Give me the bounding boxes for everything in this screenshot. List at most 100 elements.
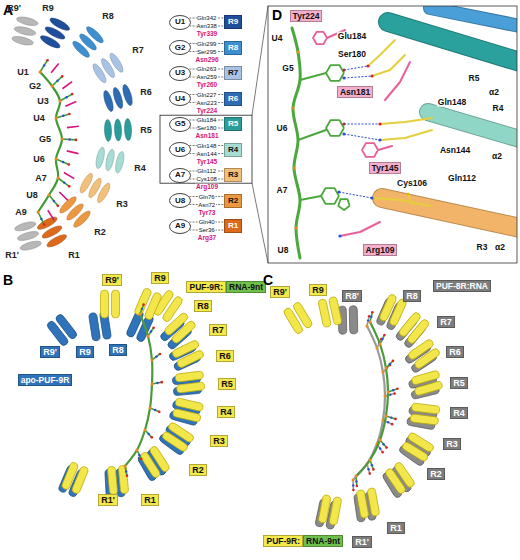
nucleotide-oval: A7 <box>169 168 191 183</box>
rna-backbone <box>356 322 388 476</box>
rna-base <box>125 466 127 476</box>
node-text: R9 <box>228 18 238 26</box>
node-text: R3 <box>446 440 458 449</box>
nucleotide-oval: G5 <box>169 117 191 132</box>
oxygen-atom <box>43 223 46 226</box>
helix <box>104 119 112 141</box>
nitrogen-atom <box>150 330 152 332</box>
phosphate-atom <box>366 325 369 328</box>
repeat-label: R6 <box>216 350 234 362</box>
repeat-label: R7 <box>437 316 455 328</box>
nitrogen-atom <box>125 470 127 472</box>
structure-label: U4 <box>32 114 46 123</box>
residue-label: Gln227 <box>196 92 216 98</box>
node-text: PUF-9R: <box>266 537 300 546</box>
repeat-label: R9 <box>151 272 169 284</box>
node-text: R5 <box>228 120 238 128</box>
atom <box>366 64 369 67</box>
repeat-box: R8 <box>224 41 242 55</box>
phosphate-atom <box>39 71 42 74</box>
stacking-residue <box>59 192 68 200</box>
oxygen-atom <box>391 423 394 426</box>
phosphate-atom <box>151 359 154 362</box>
helix-cylinder <box>329 296 343 325</box>
zoom-frame <box>268 6 517 263</box>
helix <box>95 182 112 205</box>
nitrogen-atom <box>138 454 140 456</box>
node-text: R9 <box>312 286 324 295</box>
helix-ribbon <box>382 198 517 230</box>
node-text: R7 <box>212 326 224 335</box>
helix-cylinder <box>144 292 162 321</box>
repeat-label: R3 <box>210 435 228 447</box>
helix-cylinder <box>292 301 313 329</box>
key-box: RNA-9nt <box>226 281 266 293</box>
repeat-label: R4 <box>217 406 235 418</box>
repeat-label: R5 <box>450 377 468 389</box>
zoom-label: R3 <box>476 243 489 252</box>
phosphate-atom <box>48 194 51 197</box>
nitrogen-atom <box>389 363 391 365</box>
repeat-label: R2 <box>189 464 207 476</box>
residue-label: Asn72 <box>198 202 216 208</box>
nitrogen-atom <box>382 443 384 445</box>
phosphate-atom <box>382 371 385 374</box>
oxygen-atom <box>385 446 388 449</box>
phosphate-atom <box>379 343 382 346</box>
oxygen-atom <box>161 381 164 384</box>
phosphate-atom <box>37 211 40 214</box>
residue-label: Asn338 <box>196 23 217 29</box>
helix-ribbon <box>428 112 517 142</box>
nucleotide-oval: U6 <box>169 142 191 157</box>
stacking-residue-label: Tyr260 <box>196 82 218 89</box>
superposition-b <box>46 287 205 497</box>
node-text: R8 <box>197 302 209 311</box>
node-text: R8' <box>345 292 359 301</box>
stacking-residue-label: Tyr339 <box>196 31 218 38</box>
oxygen-atom <box>383 334 386 337</box>
repeat-label: R1 <box>141 494 159 506</box>
oxygen-atom <box>372 468 375 471</box>
node-text: Asn181 <box>340 88 370 97</box>
side-chain <box>298 130 326 140</box>
nitrogen-atom <box>370 315 372 317</box>
oval-shape <box>170 15 191 29</box>
side-chain <box>380 130 432 140</box>
helix-cylinder <box>349 306 358 334</box>
residue-highlight: Tyr145 <box>369 162 402 174</box>
nitrogen-atom <box>381 338 383 340</box>
oxygen-atom <box>381 451 384 454</box>
structure-label: U3 <box>36 97 50 106</box>
oxygen-atom <box>68 113 71 116</box>
helix-cylinder <box>176 382 205 393</box>
oxygen-atom <box>152 326 155 329</box>
nucleotide-oval: U8 <box>169 193 191 208</box>
node-text: RNA-9nt <box>229 283 263 292</box>
node-text: G2 <box>175 44 186 52</box>
structure-label: A7 <box>34 174 48 183</box>
structure-label: R3 <box>115 200 129 209</box>
repeat-label: R2 <box>427 468 445 480</box>
helix-ribbon <box>388 22 517 65</box>
nitrogen-atom <box>392 389 394 391</box>
structure-label: U1 <box>16 68 30 77</box>
ring <box>326 120 344 136</box>
ring <box>321 188 339 204</box>
oxygen-atom <box>68 163 71 166</box>
residue-label: Gln263 <box>196 66 216 72</box>
helix-cylinder <box>172 408 201 422</box>
node-text: R2 <box>430 470 442 479</box>
phosphate-atom <box>151 383 154 386</box>
rna-base <box>355 476 357 486</box>
node-text: Arg109 <box>366 246 395 255</box>
repeat-label: R9 <box>76 346 94 358</box>
phosphate-atom <box>376 347 379 350</box>
repeat-box: R3 <box>224 168 242 182</box>
side-chain <box>372 55 405 76</box>
node-text: PUF-8R:RNA <box>436 282 488 291</box>
helix <box>48 16 71 33</box>
stacking-residue-label: Arg109 <box>195 184 219 191</box>
helix-cylinder <box>329 497 342 526</box>
phosphate-atom <box>55 158 58 161</box>
repeat-box: R6 <box>224 92 242 106</box>
